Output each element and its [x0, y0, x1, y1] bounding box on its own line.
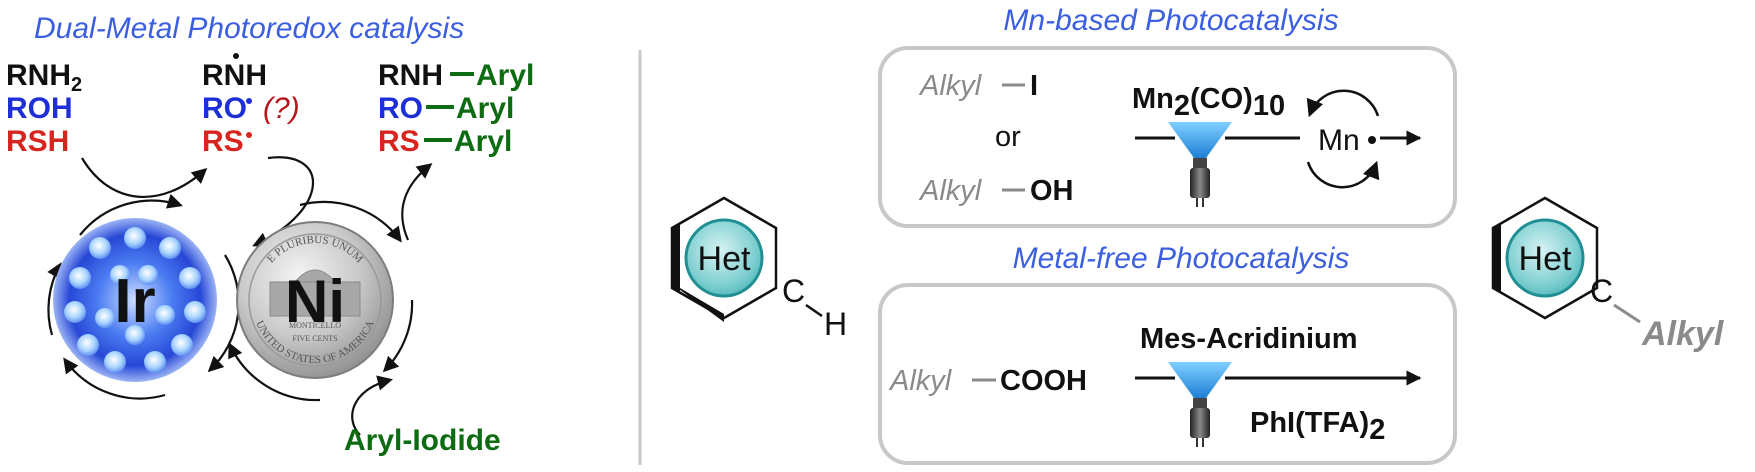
h-label: H [824, 306, 847, 342]
substrate-alcohol: ROH [6, 92, 73, 125]
alkyl-label-right: Alkyl [1641, 315, 1725, 353]
het-circle-left [684, 218, 764, 298]
radical-thiyl: RS [202, 125, 244, 158]
mn-radical-label: Mn [1318, 124, 1360, 157]
coin-monticello: MONTICELLO [289, 321, 341, 330]
product-alkoxy-aryl: Aryl [456, 92, 514, 125]
arrow-ni-to-product [401, 163, 433, 241]
coin-building-icon [269, 269, 361, 317]
heteroarene-product: Het C Alkyl [1491, 196, 1725, 353]
het-label-left: Het [698, 240, 751, 278]
mn-alkyl-iodide: Alkyl [918, 70, 983, 102]
radical-dot-o [246, 98, 252, 104]
mf-alkyl: Alkyl [888, 365, 953, 397]
substrate-thiol: RSH [6, 125, 69, 158]
heteroarene-substrate: Het C H [670, 196, 847, 342]
mn-radical-cycle [1306, 89, 1380, 189]
mf-oxidant: PhI(TFA)2 [1250, 407, 1385, 446]
product-alkoxy-prefix: RO [378, 92, 423, 125]
product-amine-prefix: RNH [378, 59, 443, 92]
ni-label: Ni [285, 268, 345, 335]
mn-box-title: Mn-based Photocatalysis [1003, 4, 1338, 37]
dual-metal-title: Dual-Metal Photoredox catalysis [34, 12, 464, 45]
mf-cooh-group: COOH [1000, 365, 1087, 397]
radical-question: (?) [263, 92, 300, 125]
mn-box [878, 46, 1457, 228]
mf-lamp-icon [1168, 362, 1232, 447]
mf-box-title: Metal-free Photocatalysis [1013, 242, 1350, 275]
product-thio-aryl: Aryl [454, 125, 512, 158]
c-label-right: C [1590, 273, 1613, 309]
product-thio-prefix: RS [378, 125, 420, 158]
ni-cycle [228, 200, 414, 402]
ir-glow-dots [64, 227, 206, 373]
ni-coin-rim [248, 233, 382, 367]
mn-or-text: or [995, 121, 1021, 153]
c-label-left: C [782, 273, 805, 309]
het-label-right: Het [1519, 240, 1572, 278]
mn-iodide-atom: I [1030, 70, 1038, 102]
mn-catalyst: Mn2(CO)10 [1132, 83, 1285, 122]
radical-dot-n [233, 53, 239, 59]
mn-alkyl-alcohol: Alkyl [918, 175, 983, 207]
radical-amine: RNH [202, 59, 267, 92]
substrate-amine: RNH2 [6, 59, 82, 96]
arrow-substrate-to-radical [81, 157, 208, 199]
mn-lamp-icon [1168, 122, 1232, 207]
radical-alkoxy: RO [202, 92, 247, 125]
mn-radical-dot [1368, 136, 1376, 144]
aryl-iodide-label: Aryl-Iodide [344, 424, 501, 457]
mf-box [878, 283, 1457, 465]
product-amine-aryl: Aryl [476, 59, 534, 92]
mn-oh-group: OH [1030, 175, 1074, 207]
ir-label: Ir [114, 267, 155, 336]
radical-dot-s [246, 132, 252, 138]
coin-value: FIVE CENTS [292, 334, 337, 343]
mf-catalyst: Mes-Acridinium [1140, 323, 1358, 355]
het-circle-right [1505, 218, 1585, 298]
arrow-aryl-iodide-in [351, 375, 393, 436]
